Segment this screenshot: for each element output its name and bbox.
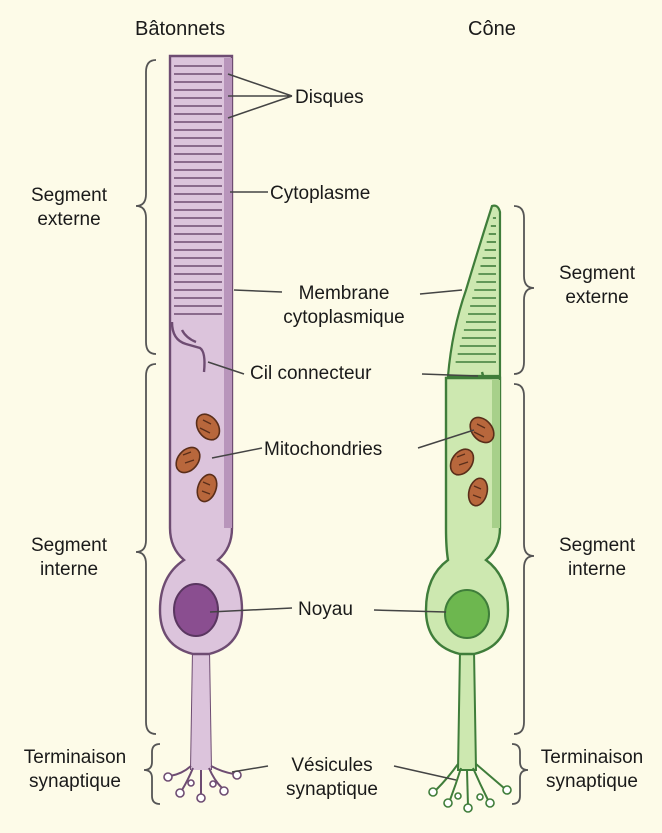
leader-vesicules-cone bbox=[394, 766, 456, 780]
rod-segment-interne-line1: Segment bbox=[8, 534, 130, 557]
cone-segment-externe-line1: Segment bbox=[536, 262, 658, 285]
label-mitochondries: Mitochondries bbox=[264, 438, 382, 461]
label-disques: Disques bbox=[295, 86, 364, 109]
cone-title: Cône bbox=[468, 18, 516, 41]
leader-membrane-cone bbox=[420, 290, 462, 294]
cone-segment-externe-line2: externe bbox=[536, 286, 658, 309]
label-cil-connecteur: Cil connecteur bbox=[250, 362, 371, 385]
rod-segment-externe-line2: externe bbox=[8, 208, 130, 231]
label-membrane-line2: cytoplasmique bbox=[264, 306, 424, 329]
rod-title: Bâtonnets bbox=[135, 18, 225, 41]
rod-terminaison-line1: Terminaison bbox=[0, 746, 150, 769]
rod-axon-fill bbox=[191, 650, 211, 770]
rod-brace-interne bbox=[136, 364, 156, 734]
rod-nucleus bbox=[174, 584, 218, 636]
leader-lines bbox=[208, 74, 478, 780]
rod-membrane-edge bbox=[224, 58, 232, 528]
cone-terminaison-line1: Terminaison bbox=[524, 746, 660, 769]
rod-cell bbox=[160, 56, 242, 802]
label-vesicules-line1: Vésicules bbox=[262, 754, 402, 777]
rod-terminaison-line2: synaptique bbox=[0, 770, 150, 793]
leader-disques bbox=[228, 74, 292, 118]
rod-segment-interne-line2: interne bbox=[8, 558, 130, 581]
cone-cell bbox=[426, 206, 511, 812]
cone-segment-interne-line1: Segment bbox=[536, 534, 658, 557]
label-vesicules-line2: synaptique bbox=[262, 778, 402, 801]
cone-terminaison-line2: synaptique bbox=[524, 770, 660, 793]
rod-brace-externe bbox=[136, 60, 156, 354]
cone-nucleus bbox=[445, 590, 489, 638]
label-noyau: Noyau bbox=[298, 598, 353, 621]
cone-axon-fill bbox=[458, 650, 476, 770]
label-membrane-line1: Membrane bbox=[264, 282, 424, 305]
cone-membrane-edge bbox=[492, 380, 500, 528]
cone-segment-interne-line2: interne bbox=[536, 558, 658, 581]
label-cytoplasme: Cytoplasme bbox=[270, 182, 370, 205]
cone-brace-interne bbox=[514, 384, 534, 734]
cone-synaptic-vesicles bbox=[429, 786, 511, 812]
rod-segment-externe-line1: Segment bbox=[8, 184, 130, 207]
cone-brace-externe bbox=[514, 206, 534, 374]
